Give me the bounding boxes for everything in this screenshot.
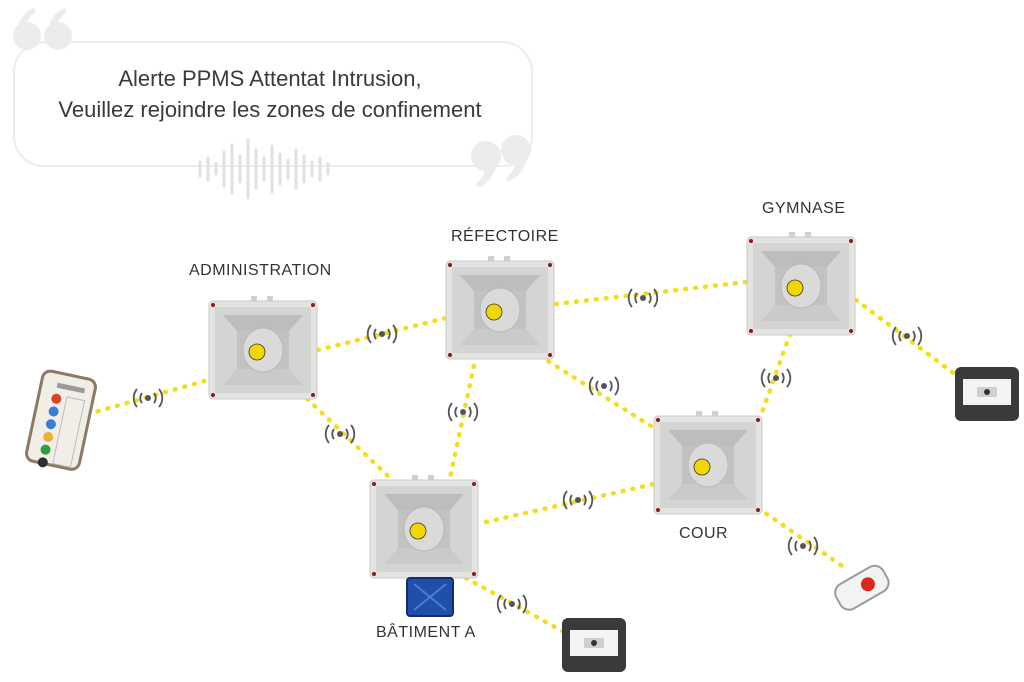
wireless-signal-icon [562, 490, 594, 510]
strobe-beacon [406, 577, 454, 617]
manual-call-point-gymnase [955, 367, 1019, 421]
siren-gymnase [746, 231, 856, 336]
link-cour-remote [755, 505, 851, 573]
siren-refectoire [445, 255, 555, 360]
link-refectoire-gymnase [553, 279, 749, 307]
handheld-remote [24, 369, 97, 471]
alert-message-line-1: Alerte PPMS Attentat Intrusion, [118, 66, 422, 91]
zone-label-administration: ADMINISTRATION [189, 262, 332, 279]
speech-bubble [13, 8, 533, 200]
zone-label-gymnase: GYMNASE [762, 200, 846, 217]
sound-wave-icon [198, 138, 330, 200]
link-administration-refectoire [315, 315, 449, 353]
zone-label-batiment-a: BÂTIMENT A [376, 624, 476, 641]
quote-open-icon [13, 8, 72, 50]
alert-message-line-2: Veuillez rejoindre les zones de confinem… [58, 97, 482, 122]
wireless-signal-icon [627, 288, 659, 308]
wireless-signal-icon [366, 324, 398, 344]
siren-batiment-a [369, 474, 479, 579]
link-gymnase-callpoint [853, 297, 963, 381]
siren-administration [208, 295, 318, 400]
quote-close-icon [471, 135, 531, 188]
panic-button-remote [834, 564, 890, 611]
zone-label-cour: COUR [679, 525, 729, 542]
link-refectoire-cour [537, 353, 657, 431]
wireless-signal-icon [132, 388, 164, 408]
link-administration-batiment [297, 389, 393, 481]
wireless-signal-icon [447, 402, 479, 422]
link-batiment-cour [483, 481, 657, 525]
siren-cour [653, 410, 763, 515]
wireless-signal-icon [787, 536, 819, 556]
manual-call-point-batiment-a [562, 618, 626, 672]
link-batiment-callpoint [463, 575, 567, 635]
wireless-signal-icon [588, 376, 620, 396]
link-refectoire-batiment [447, 353, 479, 481]
zone-label-refectoire: RÉFECTOIRE [451, 228, 559, 245]
